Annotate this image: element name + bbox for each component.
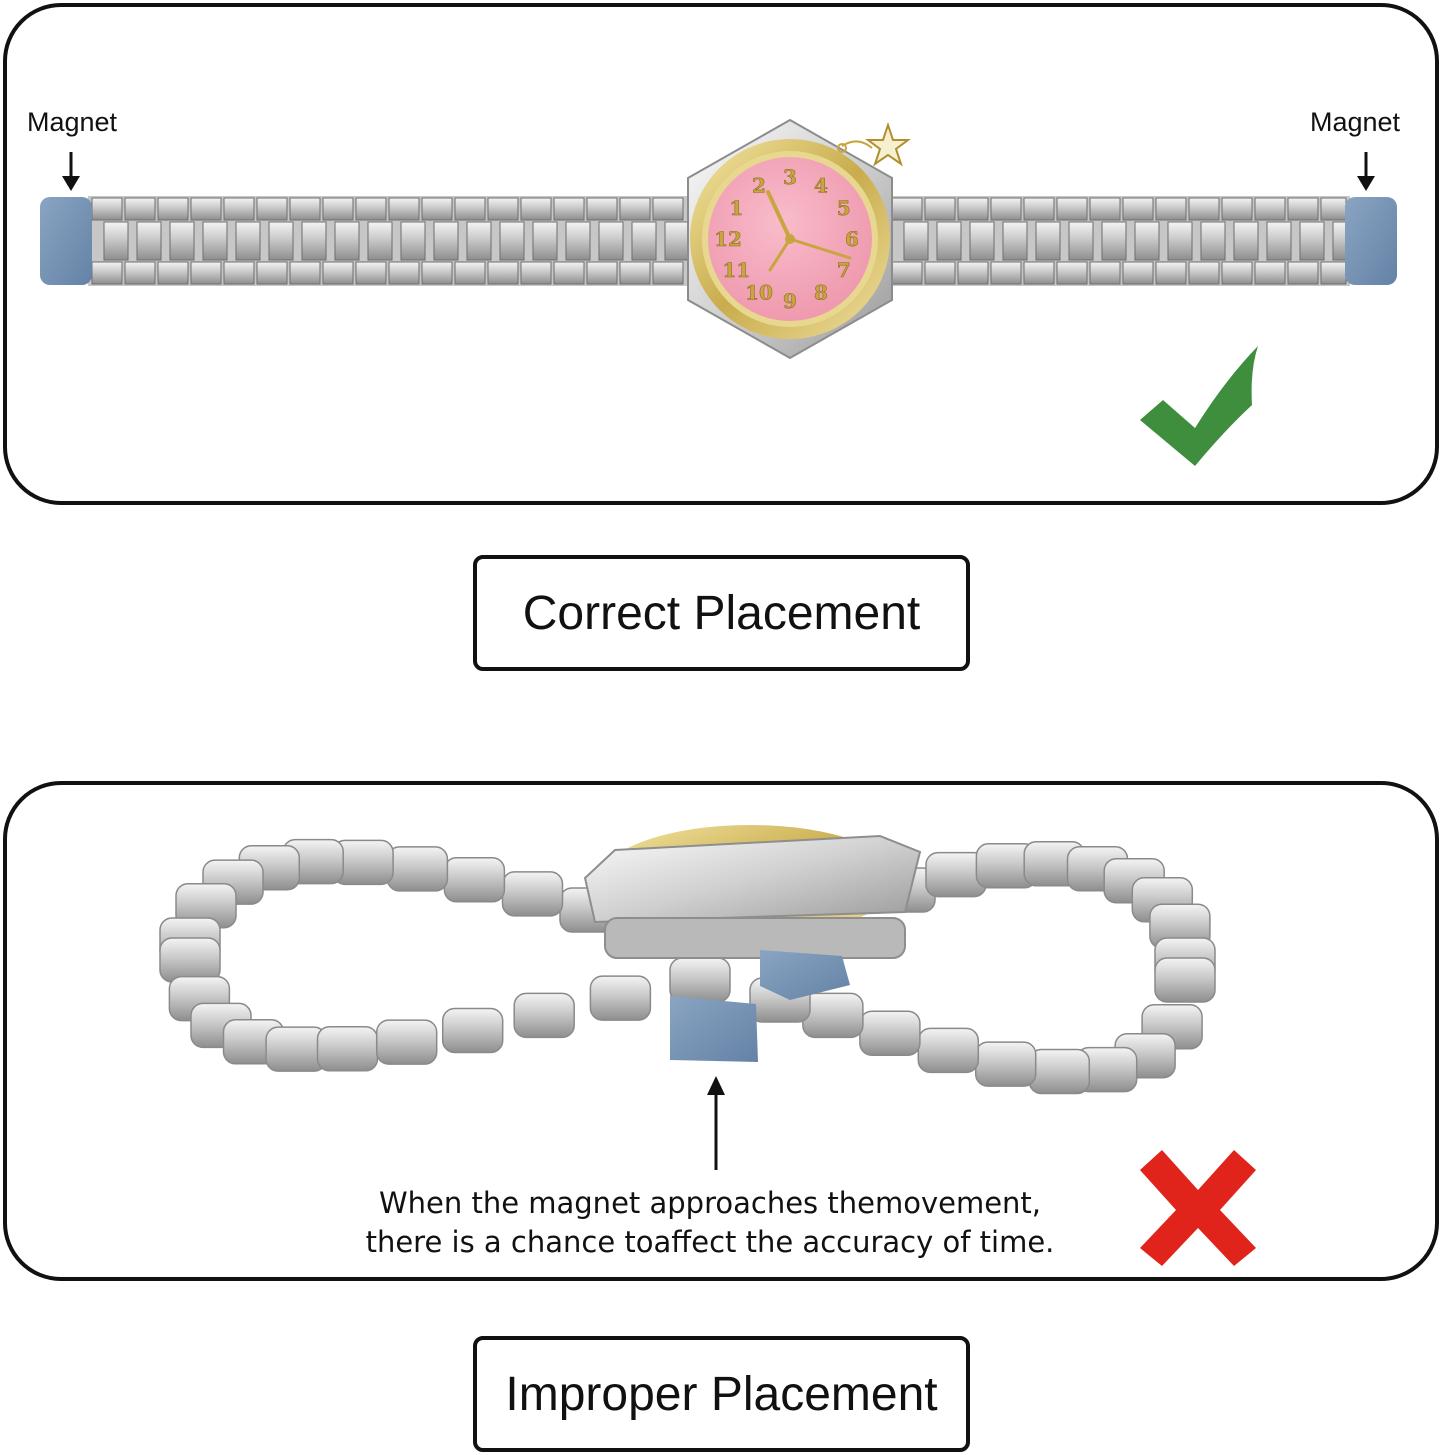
- dial-numeral: 4: [814, 173, 828, 197]
- dial-numeral: 11: [722, 258, 750, 282]
- warning-caption-line-2: there is a chance toaffect the accuracy …: [365, 1225, 1055, 1259]
- dial-numeral: 2: [752, 173, 766, 197]
- magnet-right: [1345, 197, 1397, 285]
- magnet-right-label: Magnet: [1310, 107, 1401, 137]
- folded-bracelet: [159, 838, 1216, 1095]
- checkmark-icon: [1140, 346, 1258, 466]
- correct-placement-text: Correct Placement: [522, 586, 921, 640]
- dial-numeral: 5: [837, 196, 851, 220]
- dial-numeral: 7: [837, 258, 851, 282]
- dial-numeral: 8: [814, 281, 828, 305]
- magnet-left-arrow: [62, 152, 80, 191]
- magnet-left-label: Magnet: [27, 107, 118, 137]
- pointer-arrow: [707, 1076, 725, 1170]
- warning-caption-line-1: When the magnet approaches themovement,: [378, 1186, 1042, 1220]
- magnet-left: [40, 197, 92, 285]
- straight-bracelet: [88, 196, 1353, 286]
- dial-numeral: 9: [783, 289, 797, 313]
- improper-placement-text: Improper Placement: [505, 1367, 938, 1421]
- dial-numeral: 3: [783, 165, 797, 189]
- dial-numeral: 1: [729, 196, 743, 220]
- magnet-front: [670, 996, 758, 1062]
- magnet-back: [760, 950, 850, 1000]
- watch-side-view: [583, 825, 922, 1062]
- dial-numeral: 12: [714, 227, 742, 251]
- correct-placement-label: Correct Placement: [473, 555, 970, 671]
- improper-placement-panel: [3, 781, 1439, 1281]
- improper-placement-label: Improper Placement: [473, 1336, 970, 1452]
- magnet-right-arrow: [1357, 152, 1375, 191]
- dial-numeral: 6: [845, 227, 859, 251]
- cross-icon: [1140, 1150, 1256, 1266]
- dial-numeral: 10: [745, 281, 773, 305]
